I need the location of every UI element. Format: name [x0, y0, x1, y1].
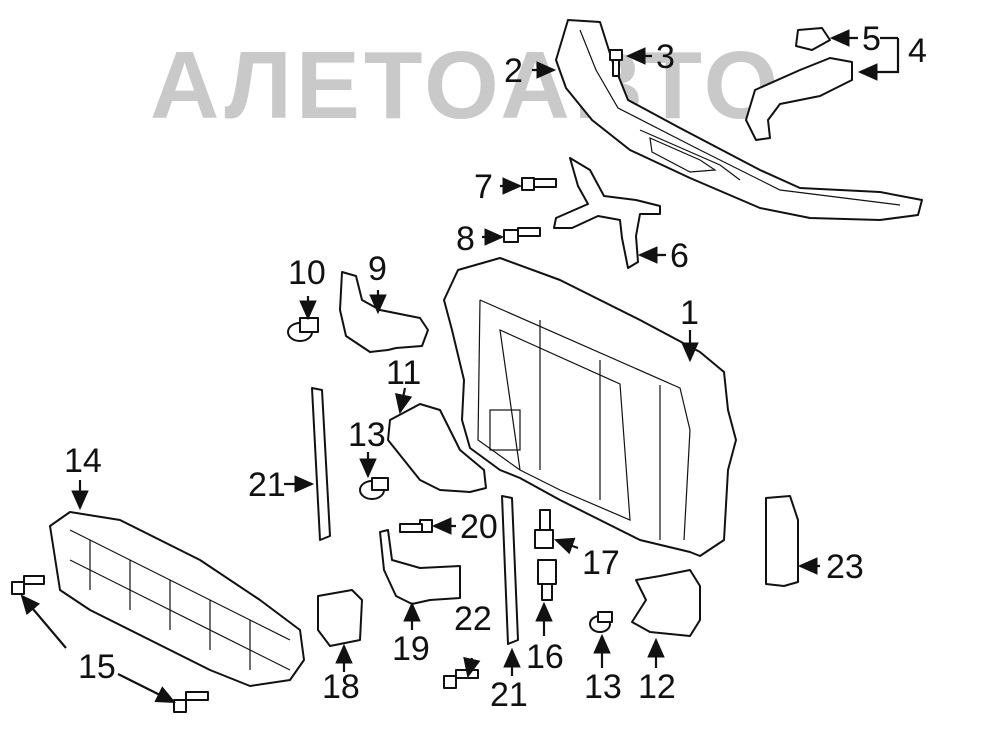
label-22: 22: [454, 600, 492, 638]
part-12-duct: [631, 569, 701, 637]
part-4-bracket: [745, 27, 853, 141]
part-16-connector: [537, 559, 557, 601]
part-6-bracket: [553, 157, 661, 269]
part-14-grille-shutter: [49, 511, 305, 687]
part-23-sensor: [765, 495, 799, 587]
part-13-clip-left: [359, 477, 389, 500]
label-18: 18: [322, 668, 360, 706]
label-6: 6: [670, 237, 689, 275]
part-labels: 2 3 5 4 7 8 6 1 9 10 11 13 21 14 15 20 1…: [64, 20, 927, 714]
label-5: 5: [862, 20, 881, 58]
part-3-bolt: [609, 49, 623, 77]
part-10-clip: [287, 317, 319, 342]
label-3: 3: [656, 38, 675, 76]
label-23: 23: [826, 548, 864, 586]
part-21-bracket-right: [501, 495, 519, 645]
label-13-lower: 13: [584, 668, 622, 706]
label-20: 20: [460, 508, 498, 546]
label-14: 14: [64, 442, 102, 480]
part-17-connector: [534, 509, 554, 549]
part-2-upper-tie-bar: [555, 19, 923, 221]
part-21-bracket-left: [311, 387, 331, 541]
label-2: 2: [504, 52, 523, 90]
part-20-bolt: [399, 519, 433, 533]
label-12: 12: [638, 668, 676, 706]
watermark-text: АЛЕТОАВТО: [150, 32, 782, 139]
label-7: 7: [474, 168, 493, 206]
label-16: 16: [526, 638, 564, 676]
label-19: 19: [392, 630, 430, 668]
part-1-radiator-support: [443, 257, 737, 557]
label-10: 10: [288, 254, 326, 292]
label-8: 8: [456, 220, 475, 258]
label-17: 17: [582, 544, 620, 582]
label-4: 4: [908, 32, 927, 70]
part-11-air-guide: [387, 403, 487, 493]
label-15: 15: [78, 648, 116, 686]
label-13-upper: 13: [348, 416, 386, 454]
part-22-bolt: [443, 669, 479, 689]
part-19-bracket: [379, 529, 461, 605]
part-7-bolt: [521, 177, 557, 191]
label-21-right: 21: [490, 676, 528, 714]
part-18-module: [317, 589, 363, 647]
label-21-left: 21: [248, 466, 286, 504]
leader-lines: [20, 29, 900, 703]
label-11: 11: [386, 354, 421, 392]
part-15-bolt-upper: [11, 575, 45, 595]
label-1: 1: [680, 294, 699, 332]
part-13-clip-right: [589, 611, 613, 633]
part-15-bolt-lower: [173, 691, 209, 713]
part-8-bolt: [503, 227, 541, 243]
label-9: 9: [368, 250, 387, 288]
